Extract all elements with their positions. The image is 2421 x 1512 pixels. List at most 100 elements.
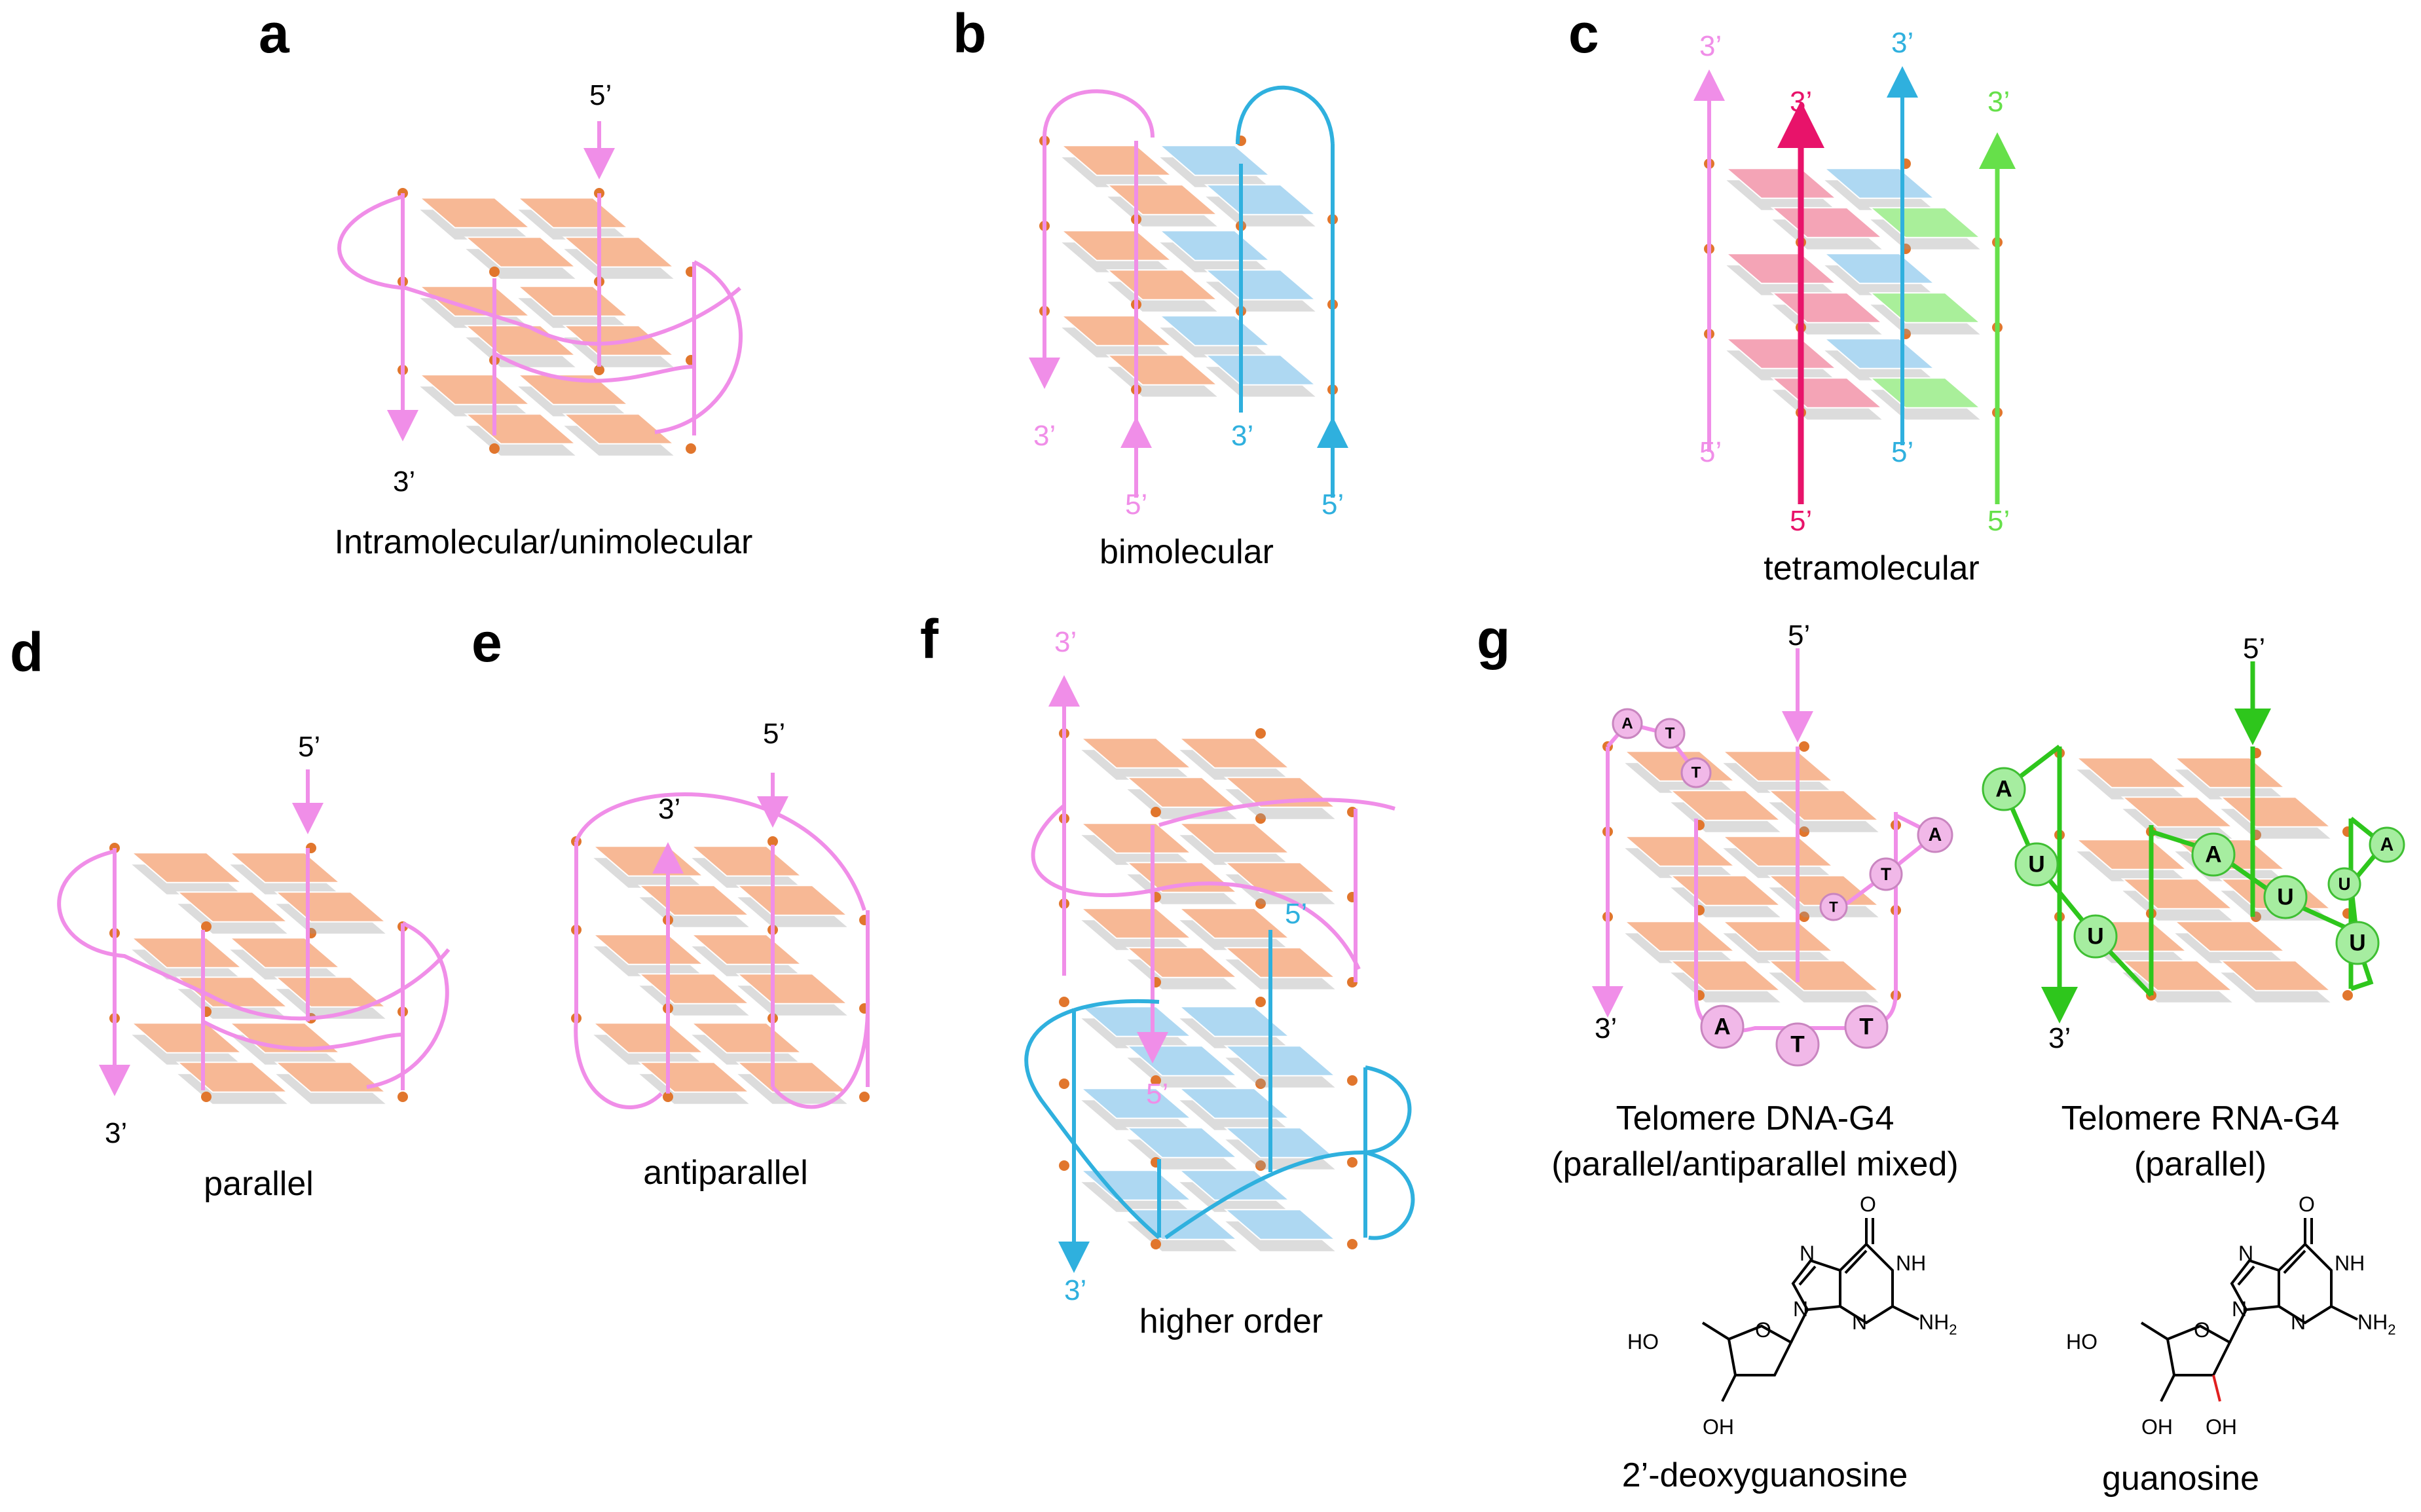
end-label-3prime: 3’ bbox=[393, 466, 415, 498]
magenta-5prime-label: 5’ bbox=[1790, 505, 1812, 537]
guanine-tile bbox=[1177, 737, 1291, 769]
panel-g-rna-caption-2: (parallel) bbox=[2134, 1145, 2266, 1183]
guanine-tile bbox=[418, 197, 532, 229]
nucleotide-letter: U bbox=[2087, 924, 2103, 950]
guanine-tile bbox=[1822, 168, 1936, 199]
nucleotide-letter: T bbox=[1790, 1032, 1805, 1058]
nucleotide-bead: T bbox=[1844, 1005, 1889, 1049]
panel-d-structure: 5’ 3’ bbox=[57, 731, 451, 1149]
guanine-tile bbox=[176, 1061, 289, 1093]
guanine-tile bbox=[1079, 1088, 1193, 1119]
guanine-node bbox=[859, 1092, 870, 1102]
guanine-tile bbox=[274, 891, 388, 923]
guanine-node bbox=[1799, 912, 1809, 922]
guanine-tile bbox=[2219, 796, 2333, 828]
strand-loop bbox=[654, 260, 743, 434]
guanine-node bbox=[1255, 1160, 1266, 1171]
guanine-tile bbox=[1822, 253, 1936, 284]
atom-n: N bbox=[2291, 1310, 2306, 1334]
guanine-tile bbox=[130, 1022, 244, 1054]
panel-label-d: d bbox=[10, 621, 43, 683]
panel-g-dna-caption-1: Telomere DNA-G4 bbox=[1616, 1099, 1894, 1137]
guanine-tile bbox=[176, 976, 289, 1008]
end-label-3prime: 3’ bbox=[2048, 1022, 2071, 1054]
guanine-tile bbox=[1223, 1209, 1337, 1240]
guanine-tile bbox=[1079, 1006, 1193, 1037]
guanine-tile bbox=[1721, 921, 1835, 952]
guanosine-structure bbox=[2140, 1218, 2358, 1402]
strand-loop bbox=[366, 921, 449, 1089]
panel-b-structure: 3’ 5’ 3’ 5’ bbox=[1029, 85, 1348, 521]
panel-c-caption: tetramolecular bbox=[1764, 549, 1979, 587]
guanine-node bbox=[1255, 813, 1266, 824]
atom-ho: HO bbox=[2066, 1330, 2098, 1354]
guanine-node bbox=[1059, 1079, 1069, 1089]
g-tetrad-stack bbox=[2054, 748, 2353, 1003]
nucleotide-letter: A bbox=[1995, 777, 2012, 802]
nucleotide-bead: T bbox=[1654, 718, 1686, 749]
guanine-tile bbox=[1669, 875, 1783, 906]
g-tetrad-stack bbox=[1704, 158, 2003, 420]
guanine-tile bbox=[1223, 947, 1337, 978]
panel-f-caption: higher order bbox=[1139, 1302, 1323, 1340]
guanine-tile bbox=[1721, 750, 1835, 782]
end-label-3prime: 3’ bbox=[1595, 1012, 1617, 1044]
guanine-tile bbox=[2120, 796, 2234, 828]
atom-nh: NH bbox=[2335, 1251, 2365, 1275]
nucleotide-letter: T bbox=[1859, 1014, 1874, 1040]
guanine-tile bbox=[1177, 1006, 1291, 1037]
guanine-tile bbox=[228, 852, 342, 883]
nucleotide-letter: A bbox=[1621, 715, 1633, 733]
nucleotide-bead: U bbox=[2263, 875, 2308, 919]
panel-a-caption: Intramolecular/unimolecular bbox=[335, 523, 753, 561]
green-3prime-label: 3’ bbox=[1987, 86, 2010, 118]
guanine-tile bbox=[228, 937, 342, 968]
panel-g-dna-caption-2: (parallel/antiparallel mixed) bbox=[1551, 1145, 1958, 1183]
guanine-tile bbox=[130, 937, 244, 968]
g-tetrad-stack bbox=[1059, 728, 1358, 1251]
g-tetrad-stack bbox=[571, 836, 870, 1104]
deoxyguanosine-structure bbox=[1701, 1218, 1919, 1402]
blue-loop bbox=[1024, 999, 1160, 1240]
guanine-tile bbox=[1204, 269, 1318, 301]
pink-5prime-label: 5’ bbox=[1699, 436, 1722, 468]
nucleotide-letter: A bbox=[2205, 842, 2221, 868]
strand-loop bbox=[2150, 829, 2352, 932]
strand-loop bbox=[202, 1020, 403, 1051]
panel-label-c: c bbox=[1568, 3, 1599, 64]
atom-nh: NH bbox=[1896, 1251, 1926, 1275]
guanine-tile bbox=[1204, 354, 1318, 386]
nucleotide-bead: T bbox=[1869, 857, 1903, 891]
guanine-node bbox=[1151, 1075, 1161, 1086]
guanine-tile bbox=[1724, 168, 1838, 199]
guanine-node bbox=[1255, 728, 1266, 739]
guanine-tile bbox=[1868, 377, 1982, 409]
atom-n: N bbox=[1793, 1297, 1808, 1321]
atom-nh2: NH2 bbox=[1919, 1310, 1957, 1338]
guanine-tile bbox=[1223, 862, 1337, 893]
guanosine-name: guanosine bbox=[2102, 1460, 2259, 1498]
guanine-tile bbox=[1079, 737, 1193, 769]
guanosine-labels: O NH NH2 N N N HO O OH OH bbox=[2066, 1192, 2395, 1439]
pink-3prime-label: 3’ bbox=[1699, 30, 1722, 62]
g-tetrad-stack bbox=[109, 843, 408, 1104]
panel-c-structure: 3’ 5’ 3’ 5’ 3’ 5’ 3’ 5’ bbox=[1693, 27, 2016, 537]
nucleotide-letter: U bbox=[2277, 885, 2293, 910]
guanine-tile bbox=[1060, 145, 1174, 176]
end-label-3prime: 3’ bbox=[658, 793, 680, 825]
guanine-tile bbox=[1669, 960, 1783, 991]
guanine-tile bbox=[274, 976, 388, 1008]
guanine-node bbox=[1151, 807, 1161, 817]
atom-o: O bbox=[2299, 1192, 2315, 1216]
guanine-node bbox=[1347, 1239, 1358, 1249]
g-tetrad-stack bbox=[397, 188, 696, 456]
nucleotide-bead: U bbox=[2327, 867, 2361, 901]
guanine-tile bbox=[1623, 836, 1737, 867]
guanine-tile bbox=[1177, 1088, 1291, 1119]
nucleotide-bead: A bbox=[2191, 832, 2236, 877]
end-label-5prime: 5’ bbox=[763, 718, 785, 750]
guanine-tile bbox=[1125, 1127, 1239, 1158]
